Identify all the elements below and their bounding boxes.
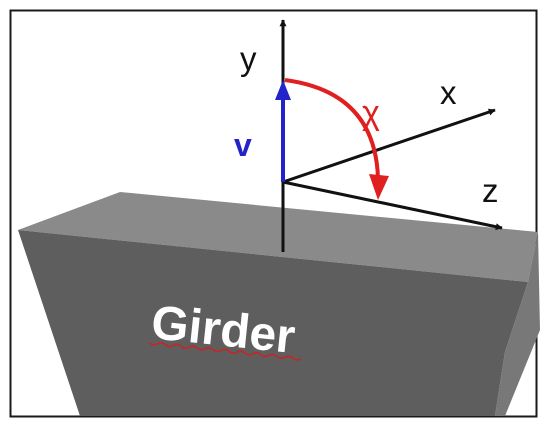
girder-top-face [18, 192, 538, 282]
x-axis-label: x [440, 74, 457, 111]
girder-end-face [495, 232, 540, 416]
v-vector-arrowhead [275, 80, 291, 100]
z-axis-line [282, 180, 503, 231]
spell-check-underline [148, 341, 302, 361]
girder-block: Girder [18, 192, 540, 416]
chi-angle-arc [284, 78, 380, 179]
z-axis-label: z [482, 172, 499, 209]
chi-angle-label: χ [362, 94, 380, 132]
x-axis-line [282, 108, 496, 184]
girder-front-face [18, 230, 528, 416]
chi-angle-arrowhead [369, 174, 389, 200]
v-vector-label: v [234, 127, 252, 163]
y-axis-label: y [240, 40, 257, 77]
